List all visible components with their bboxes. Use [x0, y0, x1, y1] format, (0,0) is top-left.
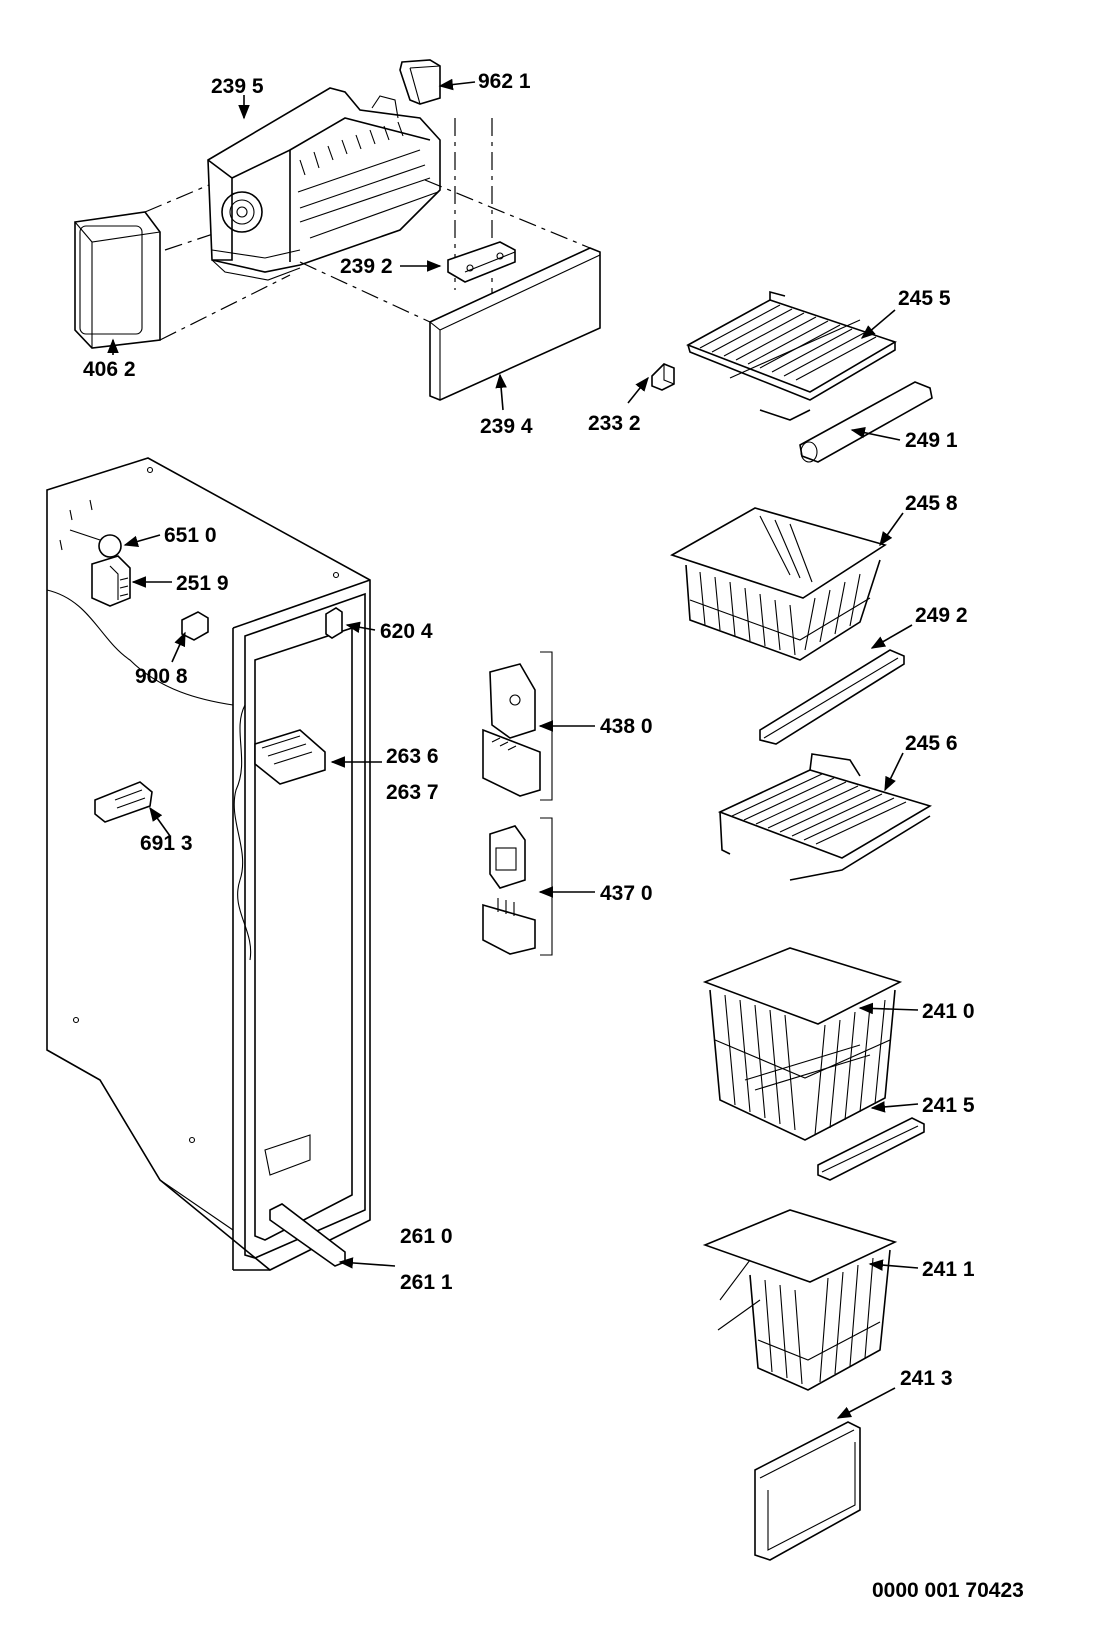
- wire-basket-241-1: [702, 1209, 898, 1391]
- label-239-4: 239 4: [480, 415, 533, 438]
- label-263-7: 263 7: [386, 781, 439, 804]
- label-261-1: 261 1: [400, 1271, 453, 1294]
- label-251-9: 251 9: [176, 572, 229, 595]
- label-239-5: 239 5: [211, 75, 264, 98]
- ice-maker-assembly: [74, 59, 601, 401]
- lamp-cover-251-9: [91, 555, 131, 607]
- leader-lines: [107, 78, 919, 1419]
- vent-263-6: [254, 729, 326, 785]
- ice-maker-front-cover: [74, 211, 161, 349]
- label-263-6: 263 6: [386, 745, 439, 768]
- label-249-2: 249 2: [915, 604, 968, 627]
- bracket-962-1: [399, 59, 441, 105]
- label-241-3: 241 3: [900, 1367, 953, 1390]
- label-245-8: 245 8: [905, 492, 958, 515]
- label-900-8: 900 8: [135, 665, 188, 688]
- trim-strip-241-5: [817, 1117, 925, 1181]
- trim-strip-249-1: [799, 381, 933, 463]
- wire-basket-245-8: [670, 507, 887, 661]
- label-620-4: 620 4: [380, 620, 433, 643]
- label-245-5: 245 5: [898, 287, 951, 310]
- label-261-0: 261 0: [400, 1225, 453, 1248]
- switch-620-4: [325, 607, 343, 639]
- label-249-1: 249 1: [905, 429, 958, 452]
- control-board-437-0: [482, 817, 553, 956]
- label-406-2: 406 2: [83, 358, 136, 381]
- label-233-2: 233 2: [588, 412, 641, 435]
- wire-shelf-245-5: [686, 290, 897, 421]
- mounting-plate-239-2: [447, 241, 516, 283]
- wire-basket-241-0: [702, 947, 903, 1141]
- part-labels: 239 5 962 1 239 2 406 2 239 4 245 5 233 …: [83, 70, 1024, 1602]
- freezer-cabinet: [46, 457, 371, 1271]
- ice-maker-body: [207, 87, 441, 281]
- label-241-0: 241 0: [922, 1000, 975, 1023]
- label-691-3: 691 3: [140, 832, 193, 855]
- wire-shelf-245-6: [717, 753, 932, 881]
- shelf-clip-233-2: [651, 363, 675, 391]
- drawing-code: 0000 001 70423: [872, 1579, 1024, 1602]
- control-691-3: [94, 781, 153, 823]
- label-651-0: 651 0: [164, 524, 217, 547]
- basket-front-241-3: [754, 1421, 861, 1561]
- label-437-0: 437 0: [600, 882, 653, 905]
- label-438-0: 438 0: [600, 715, 653, 738]
- label-245-6: 245 6: [905, 732, 958, 755]
- label-241-1: 241 1: [922, 1258, 975, 1281]
- label-241-5: 241 5: [922, 1094, 975, 1117]
- control-board-438-0: [482, 651, 553, 801]
- label-239-2: 239 2: [340, 255, 393, 278]
- label-962-1: 962 1: [478, 70, 531, 93]
- trim-strip-249-2: [759, 649, 905, 745]
- lamp-651-0: [69, 529, 122, 558]
